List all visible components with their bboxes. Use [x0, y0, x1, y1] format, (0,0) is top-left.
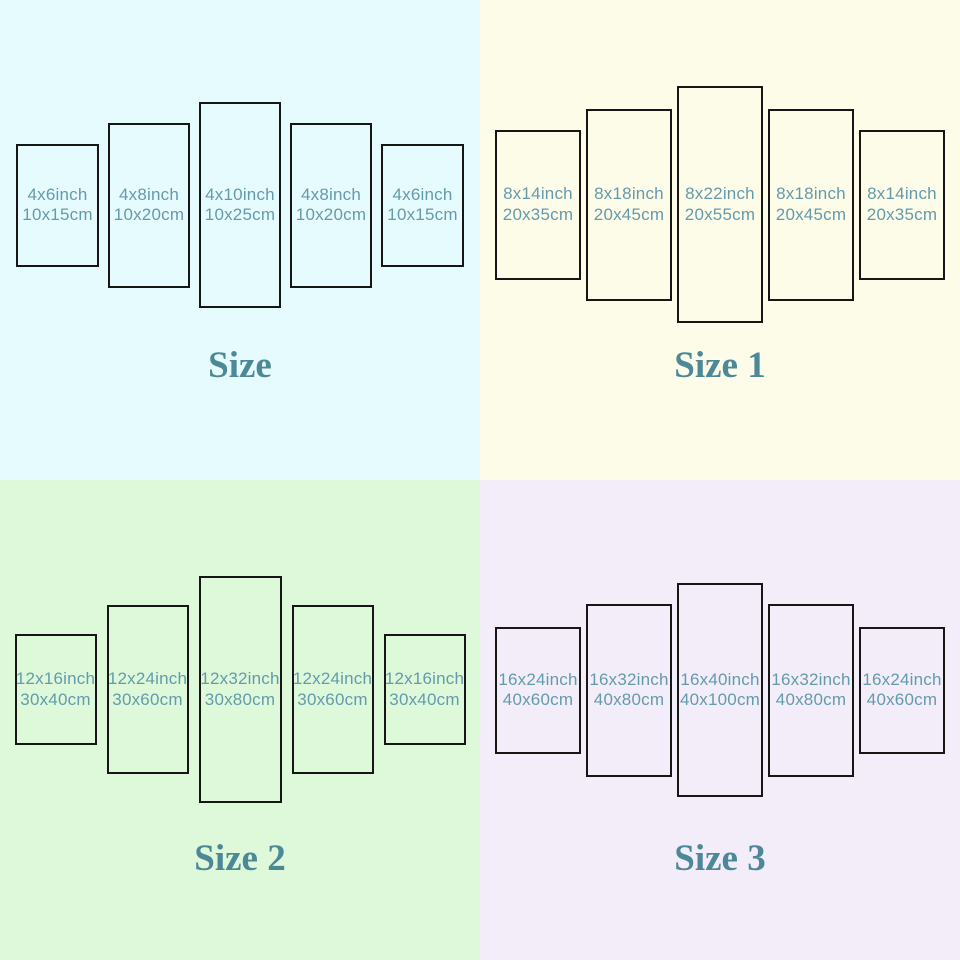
panel-size-label: 4x6inch 10x15cm [387, 185, 457, 225]
panel-size-label: 8x14inch 20x35cm [867, 184, 937, 224]
panel-size-inch: 8x14inch [503, 184, 573, 204]
panel-size-inch: 16x32inch [589, 669, 669, 689]
panel-size-label: 12x24inch 30x60cm [108, 669, 187, 709]
panel-size-inch: 4x8inch [300, 184, 361, 204]
panel-size-label: 16x24inch 40x60cm [498, 670, 577, 710]
panel-size-cm: 10x25cm [204, 205, 276, 224]
panel-size-inch: 4x6inch [27, 184, 88, 204]
canvas-panel: 4x8inch 10x20cm [108, 122, 190, 288]
panel-size-label: 16x32inch 40x80cm [589, 670, 668, 710]
panel-size-inch: 4x10inch [205, 184, 275, 204]
panel-size-cm: 30x40cm [389, 689, 460, 709]
canvas-panel: 12x32inch 30x80cm [198, 576, 282, 803]
panel-size-cm: 40x80cm [775, 690, 847, 709]
panel-size-label: 8x14inch 20x35cm [503, 184, 573, 224]
panel-size-label: 8x22inch 20x55cm [685, 184, 755, 224]
canvas-panel: 16x40inch 40x100cm [677, 583, 763, 797]
panel-size-cm: 40x60cm [502, 690, 574, 709]
canvas-panel: 8x18inch 20x45cm [586, 108, 672, 301]
panel-size-cm: 40x60cm [866, 690, 938, 709]
panel-row: 8x14inch 20x35cm 8x18inch 20x45cm 8x22in… [480, 86, 960, 323]
panel-size-cm: 10x20cm [295, 205, 367, 224]
panel-size-label: 12x16inch 30x40cm [385, 669, 464, 709]
panel-size-inch: 8x18inch [594, 184, 664, 204]
panel-size-cm: 30x80cm [204, 689, 276, 709]
panel-size-label: 12x16inch 30x40cm [16, 669, 95, 709]
quadrant-size-1: 8x14inch 20x35cm 8x18inch 20x45cm 8x22in… [480, 0, 960, 480]
panel-size-cm: 30x60cm [112, 689, 183, 709]
panel-size-cm: 20x45cm [775, 204, 847, 224]
canvas-panel: 12x24inch 30x60cm [106, 605, 189, 774]
canvas-panel: 16x32inch 40x80cm [768, 603, 854, 777]
quadrant-title: Size [208, 345, 272, 386]
panel-size-cm: 40x100cm [679, 690, 761, 709]
panel-size-inch: 4x8inch [118, 184, 179, 204]
panel-size-inch: 16x24inch [862, 669, 942, 689]
canvas-panel: 12x16inch 30x40cm [383, 634, 466, 745]
panel-size-inch: 8x14inch [867, 184, 937, 204]
quadrant-size-2: 12x16inch 30x40cm 12x24inch 30x60cm 12x3… [0, 480, 480, 960]
panel-row: 16x24inch 40x60cm 16x32inch 40x80cm 16x4… [480, 583, 960, 797]
panel-size-inch: 12x24inch [107, 669, 188, 689]
panel-size-cm: 20x55cm [684, 204, 756, 224]
panel-size-label: 4x6inch 10x15cm [22, 185, 92, 225]
panel-size-cm: 40x80cm [593, 690, 665, 709]
canvas-panel: 12x24inch 30x60cm [291, 605, 374, 774]
panel-size-cm: 10x15cm [387, 205, 458, 224]
quadrant-size-3: 16x24inch 40x60cm 16x32inch 40x80cm 16x4… [480, 480, 960, 960]
panel-size-label: 16x24inch 40x60cm [862, 670, 941, 710]
panel-size-cm: 20x35cm [866, 204, 938, 224]
panel-size-label: 16x32inch 40x80cm [771, 670, 850, 710]
quadrant-title: Size 1 [674, 345, 766, 386]
panel-size-inch: 16x32inch [771, 669, 851, 689]
panel-size-inch: 8x22inch [685, 184, 755, 204]
canvas-panel: 12x16inch 30x40cm [14, 634, 97, 745]
panel-size-inch: 4x6inch [392, 184, 453, 204]
panel-size-label: 8x18inch 20x45cm [594, 184, 664, 224]
panel-size-inch: 12x16inch [384, 669, 465, 689]
panel-size-label: 4x8inch 10x20cm [114, 185, 184, 225]
panel-size-label: 4x8inch 10x20cm [296, 185, 366, 225]
panel-size-inch: 12x16inch [15, 669, 96, 689]
panel-size-cm: 10x15cm [22, 205, 93, 224]
canvas-panel: 4x6inch 10x15cm [16, 143, 99, 267]
panel-size-inch: 16x40inch [680, 669, 760, 689]
quadrant-title: Size 3 [674, 838, 766, 879]
panel-row: 12x16inch 30x40cm 12x24inch 30x60cm 12x3… [0, 576, 480, 803]
canvas-panel: 8x14inch 20x35cm [495, 129, 581, 280]
panel-size-label: 16x40inch 40x100cm [680, 670, 760, 710]
canvas-panel: 16x24inch 40x60cm [859, 626, 945, 754]
panel-size-label: 4x10inch 10x25cm [205, 185, 275, 225]
canvas-panel: 4x8inch 10x20cm [290, 122, 372, 288]
panel-row: 4x6inch 10x15cm 4x8inch 10x20cm 4x10inch… [0, 102, 480, 308]
panel-size-label: 12x32inch 30x80cm [200, 669, 279, 709]
quadrant-title: Size 2 [194, 838, 286, 879]
canvas-panel: 8x22inch 20x55cm [677, 86, 763, 323]
panel-size-inch: 12x32inch [200, 669, 280, 689]
canvas-panel: 8x18inch 20x45cm [768, 108, 854, 301]
canvas-panel: 16x32inch 40x80cm [586, 603, 672, 777]
panel-size-cm: 30x60cm [297, 689, 368, 709]
panel-size-cm: 20x45cm [593, 204, 665, 224]
panel-size-inch: 8x18inch [776, 184, 846, 204]
panel-size-label: 8x18inch 20x45cm [776, 184, 846, 224]
canvas-panel: 4x10inch 10x25cm [199, 102, 281, 308]
panel-size-inch: 12x24inch [292, 669, 373, 689]
panel-size-cm: 10x20cm [113, 205, 185, 224]
canvas-panel: 16x24inch 40x60cm [495, 626, 581, 754]
quadrant-size: 4x6inch 10x15cm 4x8inch 10x20cm 4x10inch… [0, 0, 480, 480]
canvas-panel: 4x6inch 10x15cm [381, 143, 464, 267]
panel-size-inch: 16x24inch [498, 669, 578, 689]
canvas-panel: 8x14inch 20x35cm [859, 129, 945, 280]
panel-size-cm: 20x35cm [502, 204, 574, 224]
panel-size-cm: 30x40cm [20, 689, 91, 709]
panel-size-label: 12x24inch 30x60cm [293, 669, 372, 709]
